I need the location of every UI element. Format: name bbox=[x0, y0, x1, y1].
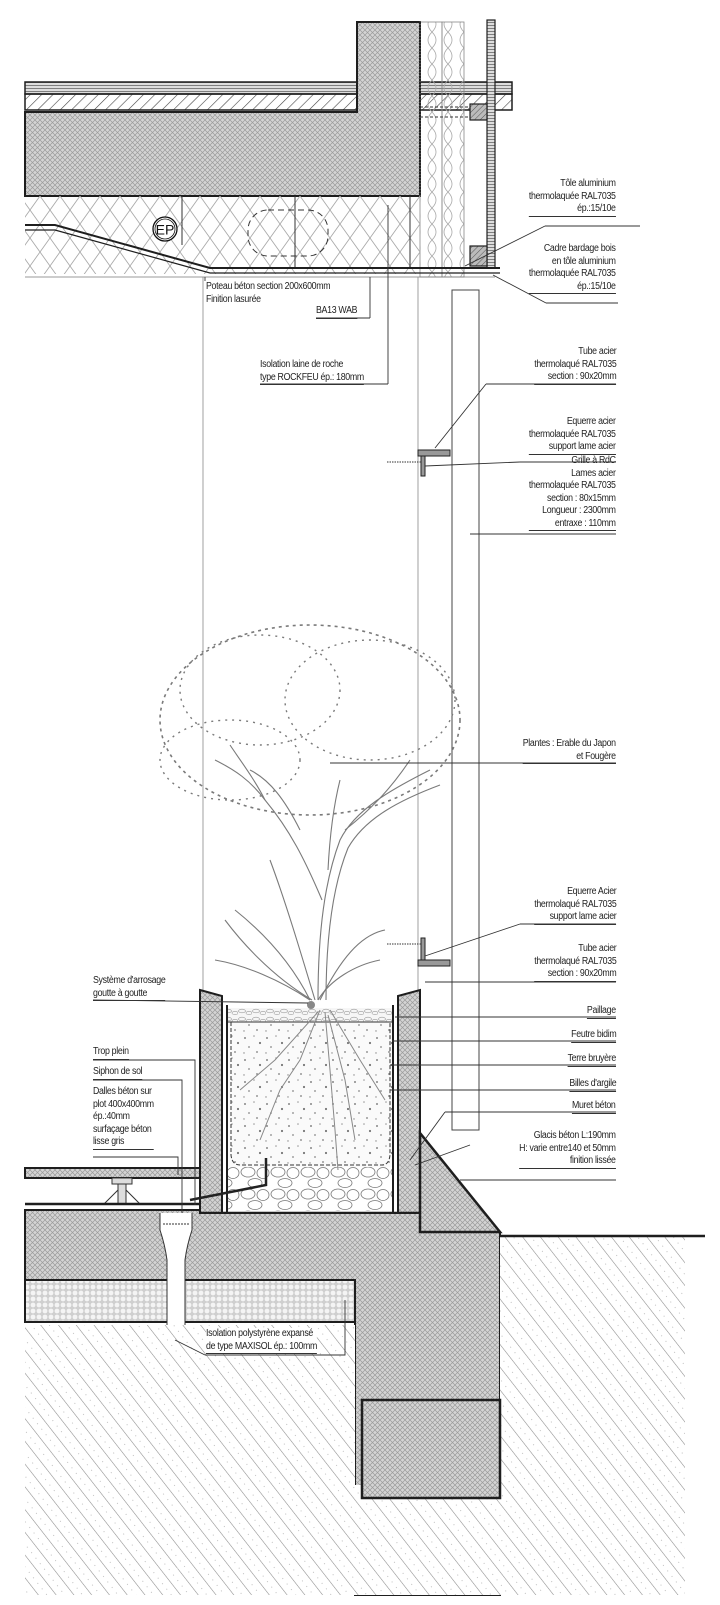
label-isolation-roche: Isolation laine de roche type ROCKFEU ép… bbox=[260, 359, 364, 385]
ep-symbol: EP bbox=[152, 216, 178, 242]
svg-text:EP: EP bbox=[156, 222, 175, 238]
label-tube-acier-bottom: Tube acier thermolaqué RAL7035 section :… bbox=[533, 943, 616, 982]
label-cadre-bardage: Cadre bardage bois en tôle aluminium the… bbox=[529, 243, 616, 294]
label-equerre-top: Equerre acier thermolaquée RAL7035 suppo… bbox=[529, 416, 616, 455]
steel-brackets bbox=[387, 449, 451, 967]
ground bbox=[25, 1234, 705, 1595]
label-feutre: Feutre bidim bbox=[570, 1029, 616, 1043]
label-glacis: Glacis béton L:190mm H: varie entre140 e… bbox=[519, 1130, 616, 1169]
label-plantes: Plantes : Erable du Japon et Fougère bbox=[522, 738, 616, 764]
label-siphon: Siphon de sol bbox=[93, 1066, 143, 1080]
label-poteau-beton: Poteau béton section 200x600mm Finition … bbox=[206, 281, 331, 305]
label-paillage: Paillage bbox=[587, 1005, 616, 1019]
label-arrosage: Système d'arrosage goutte à goutte bbox=[93, 975, 166, 1001]
label-terre: Terre bruyère bbox=[567, 1053, 616, 1067]
label-trop-plein: Trop plein bbox=[93, 1046, 129, 1060]
label-tole-aluminium: Tôle aluminium thermolaquée RAL7035 ép.:… bbox=[529, 178, 616, 217]
label-polystyrene: Isolation polystyrène expansé de type MA… bbox=[206, 1328, 317, 1354]
terrace-paving bbox=[24, 1167, 201, 1206]
label-muret: Muret béton bbox=[572, 1100, 616, 1114]
label-billes: Billes d'argile bbox=[569, 1078, 616, 1092]
label-tube-acier-top: Tube acier thermolaqué RAL7035 section :… bbox=[533, 346, 616, 385]
label-equerre-bottom: Equerre Acier thermolaqué RAL7035 suppor… bbox=[533, 886, 616, 925]
column-outline bbox=[202, 277, 480, 1131]
label-dalles: Dalles béton sur plot 400x400mm ép.:40mm… bbox=[93, 1086, 154, 1150]
label-grille-rdc: Grille à RdC Lames acier thermolaquée RA… bbox=[529, 455, 616, 531]
label-ba13: BA13 WAB bbox=[316, 305, 358, 319]
plant-illustration bbox=[159, 624, 461, 1001]
upper-slab-assembly: EP bbox=[24, 19, 513, 278]
planter bbox=[189, 988, 421, 1215]
